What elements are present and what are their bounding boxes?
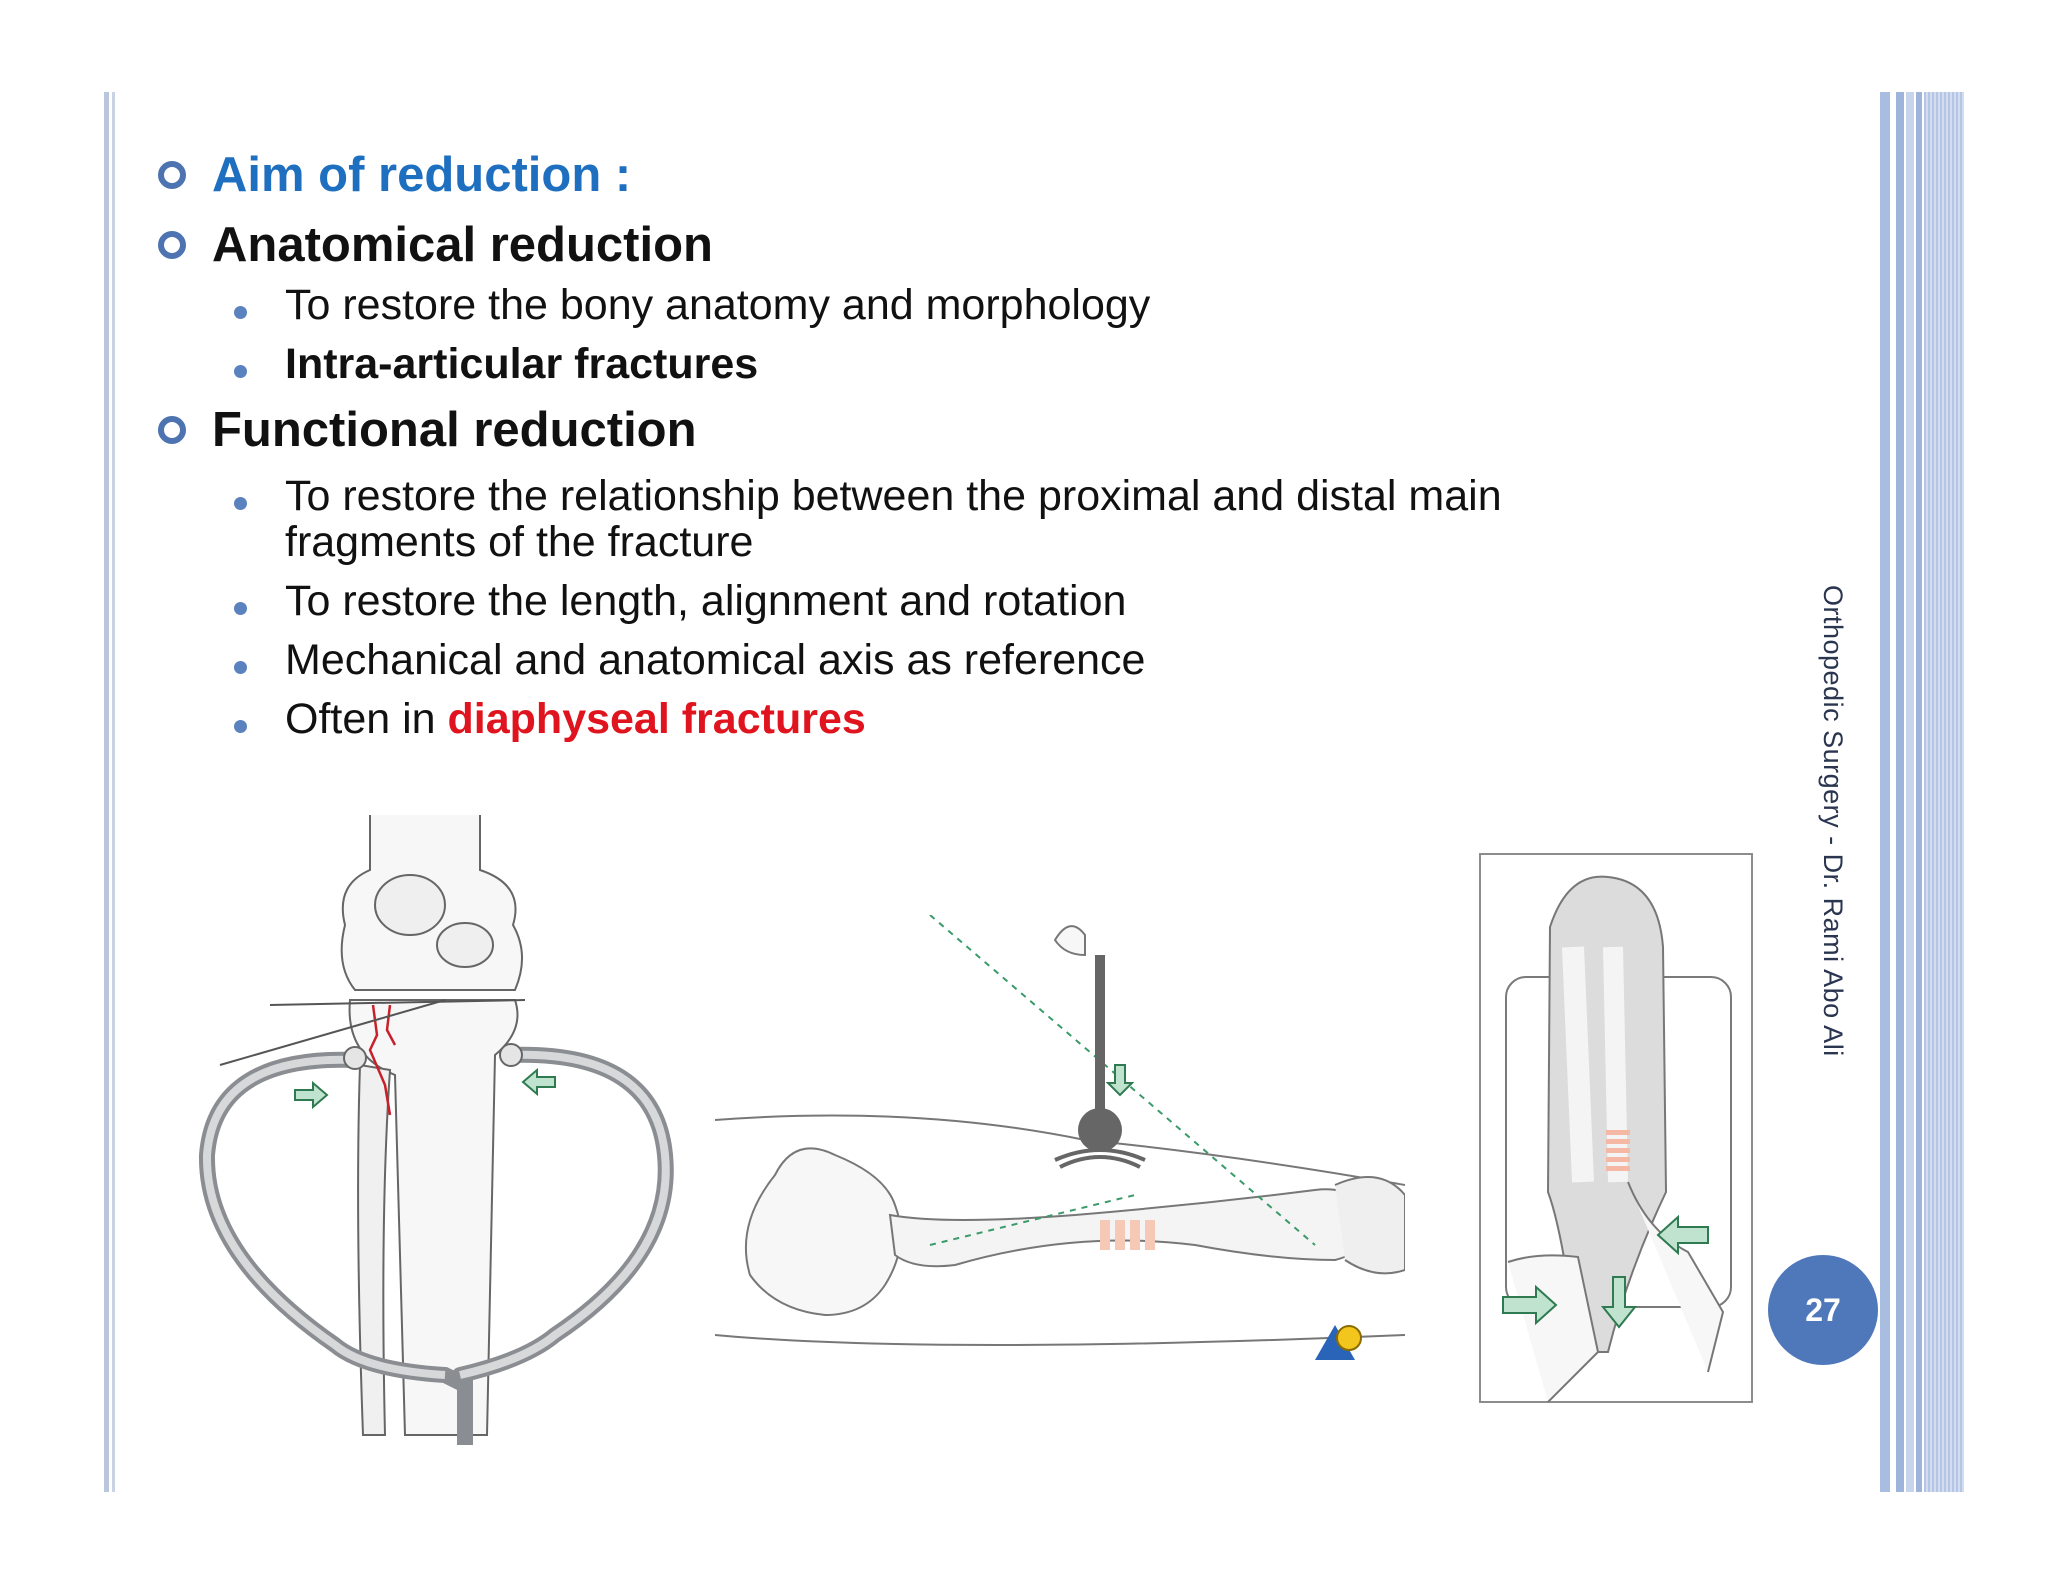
list-item: To restore the length, alignment and rot… [234,578,1718,624]
page-number-badge: 27 [1768,1255,1878,1365]
dot-bullet-icon [234,602,247,615]
list-item: Intra-articular fractures [234,341,1718,387]
bullet-text: To restore the bony anatomy and morpholo… [285,281,1151,329]
right-border-stripe [1916,92,1922,1492]
left-border-line [104,92,109,1492]
section-title: Anatomical reduction [212,218,713,272]
section-heading: Functional reduction [158,395,1718,465]
bullet-text: Mechanical and anatomical axis as refere… [285,636,1146,684]
dot-bullet-icon [234,661,247,674]
femur-traction-reduction-illustration [715,915,1405,1360]
list-item: Mechanical and anatomical axis as refere… [234,637,1718,683]
bullet-prefix: Often in [285,695,448,743]
right-border-stripe [1896,92,1904,1492]
dot-bullet-icon [234,365,247,378]
right-border-stripe [1906,92,1914,1492]
bullet-text: To restore the relationship between the … [285,473,1502,565]
ring-bullet-icon [158,231,186,259]
section-title: Functional reduction [212,403,697,457]
section-heading: Anatomical reduction [158,210,1718,280]
right-border-pattern [1924,92,1964,1492]
list-item: Often in diaphyseal fractures [234,696,1718,742]
slide-content: Aim of reduction : Anatomical reduction … [158,140,1718,742]
ring-bullet-icon [158,416,186,444]
bullet-emphasis: diaphyseal fractures [447,695,866,743]
list-item: To restore the bony anatomy and morpholo… [234,282,1718,328]
dot-bullet-icon [234,720,247,733]
ring-bullet-icon [158,161,186,189]
bullet-text: To restore the length, alignment and rot… [285,577,1127,625]
bullet-line: To restore the relationship between the … [285,472,1502,520]
bullet-line: fragments of the fracture [285,518,754,566]
list-item: To restore the relationship between the … [234,473,1718,565]
vertical-caption: Orthopedic Surgery - Dr. Rami Abo Ali [1818,585,1848,1057]
left-border-line-inner [112,92,115,1492]
dot-bullet-icon [234,497,247,510]
knee-clamp-reduction-illustration [198,815,674,1445]
right-border-stripe [1880,92,1890,1492]
bullet-emphasis: Intra-articular fractures [285,340,759,388]
aim-heading: Aim of reduction : [158,140,1718,210]
forearm-manual-reduction-illustration [1479,853,1753,1403]
dot-bullet-icon [234,306,247,319]
aim-title: Aim of reduction : [212,148,632,202]
bullet-text: Often in diaphyseal fractures [285,696,866,742]
